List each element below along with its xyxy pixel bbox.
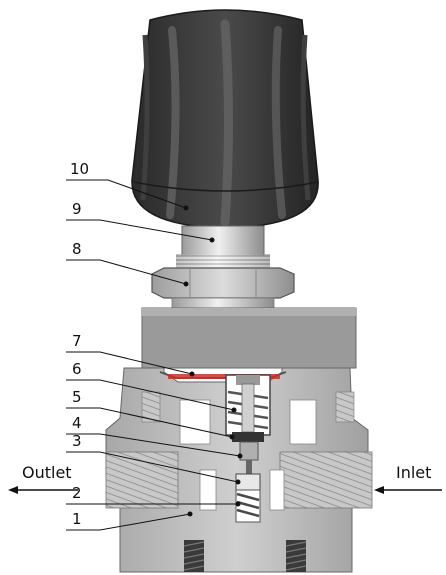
seat-retainer	[232, 432, 264, 442]
callout-number: 7	[72, 332, 82, 350]
callout-number: 4	[72, 414, 82, 432]
valve-seat	[239, 441, 259, 474]
callout-number: 10	[70, 160, 89, 178]
callout-2: 2	[66, 484, 241, 507]
callout-6: 6	[66, 360, 237, 413]
outlet-label: Outlet	[22, 463, 72, 482]
mounting-bolt-right	[285, 540, 307, 572]
callout-number: 5	[72, 388, 82, 406]
panel-nut	[151, 267, 295, 309]
callout-1: 1	[66, 510, 193, 531]
bonnet	[141, 307, 357, 369]
mounting-bolt-left	[183, 540, 205, 572]
callout-10: 10	[66, 160, 189, 211]
callout-4: 4	[66, 414, 243, 459]
poppet-spring	[235, 489, 261, 523]
callout-number: 9	[72, 200, 82, 218]
callout-8: 8	[66, 240, 189, 287]
outlet-arrow	[8, 486, 78, 494]
callout-number: 2	[72, 484, 82, 502]
callout-number: 6	[72, 360, 82, 378]
threaded-stem	[176, 225, 270, 268]
callout-9: 9	[66, 200, 215, 243]
callout-5: 5	[66, 388, 235, 440]
callout-3: 3	[66, 432, 241, 485]
callout-number: 3	[72, 432, 82, 450]
inlet-arrow	[374, 486, 442, 494]
inlet-label: Inlet	[396, 463, 431, 482]
callout-number: 8	[72, 240, 82, 258]
body	[105, 367, 373, 573]
callout-7: 7	[66, 332, 195, 377]
knob-cap	[131, 9, 319, 229]
callout-number: 1	[72, 510, 82, 528]
loading-spring	[225, 374, 271, 436]
diaphragm	[159, 371, 287, 379]
